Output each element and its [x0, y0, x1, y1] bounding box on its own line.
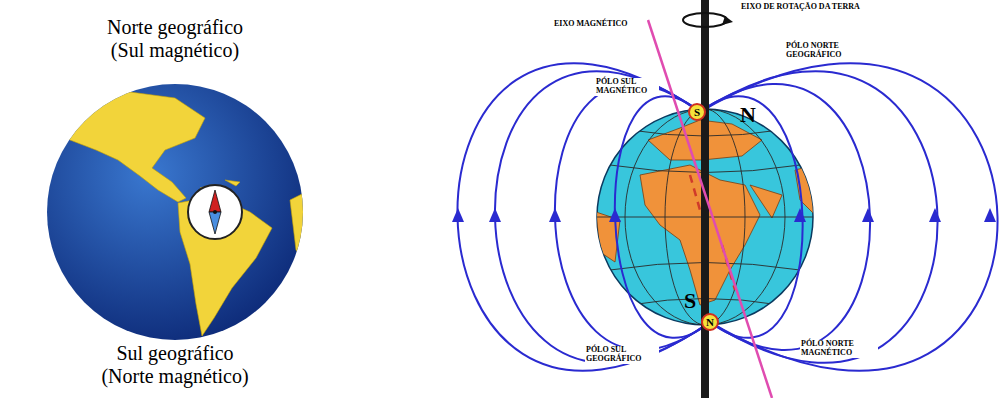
axis-label: EIXO DE ROTAÇÃO DA TERRA	[740, 3, 912, 12]
pole-marker-letter: S	[694, 107, 700, 118]
pole-label: PÓLO NORTE MAGNÉTICO	[800, 340, 878, 358]
pole-label: PÓLO SUL GEOGRÁFICO	[585, 346, 659, 364]
pole-caption: Sul geográfico (Norte magnético)	[90, 342, 260, 388]
pole-caption: Norte geográfico (Sul magnético)	[90, 16, 260, 62]
axis-label: EIXO MAGNÉTICO	[553, 20, 647, 29]
pole-marker-letter: N	[706, 317, 714, 328]
pole-letter: N	[740, 104, 756, 126]
pole-label: PÓLO SUL MAGNÉTICO	[595, 78, 659, 96]
pole-marker: N	[701, 313, 719, 331]
pole-letter: S	[684, 290, 696, 312]
pole-marker: S	[688, 103, 706, 121]
pole-label: PÓLO NORTE GEOGRÁFICO	[785, 42, 859, 60]
